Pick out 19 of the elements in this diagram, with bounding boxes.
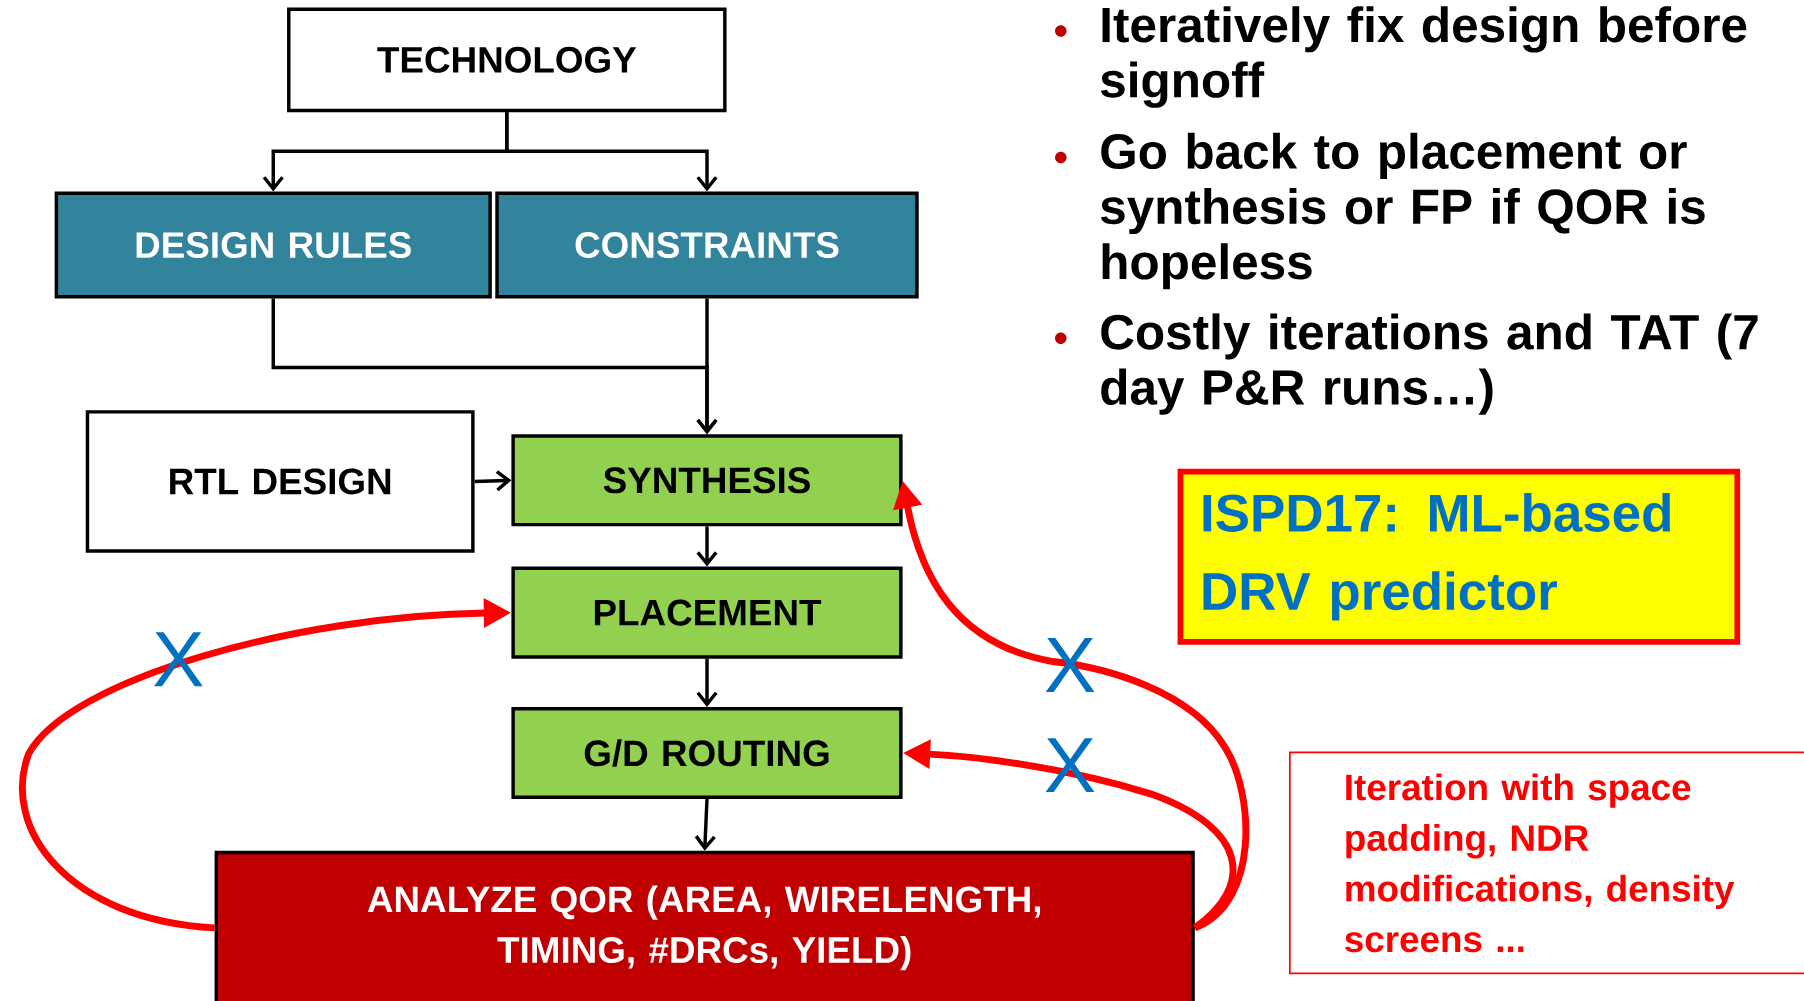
bullet-text: Go back to placement or synthesis or FP if QOR is hopeless	[1100, 132, 1705, 290]
arrow	[694, 798, 716, 851]
process-box: DESIGN RULES	[54, 191, 492, 299]
arrow	[696, 658, 718, 707]
arrow	[505, 112, 718, 192]
bullet-text: Iteratively fix design before signoff	[1100, 6, 1747, 108]
arrow	[474, 470, 512, 492]
process-box: RTL DESIGN	[85, 410, 475, 553]
bullet-text: Costly iterations and TAT (7 day P&R runs…)	[1101, 313, 1758, 415]
process-box: ANALYZE QOR (AREA, WIRELENGTH, TIMING, #DRCs, YIELD)	[214, 850, 1195, 1001]
arrow	[696, 298, 718, 435]
callout-box: ISPD17: ML-based DRV predictor	[1177, 468, 1741, 645]
process-box: SYNTHESIS	[511, 434, 903, 527]
arrow	[696, 526, 718, 567]
process-box: PLACEMENT	[511, 566, 903, 659]
note-box: Iteration with space padding, NDR modifications, density screens ...	[1288, 751, 1804, 975]
process-box: CONSTRAINTS	[495, 191, 919, 299]
process-box: G/D ROUTING	[511, 707, 903, 800]
process-box: TECHNOLOGY	[287, 7, 727, 113]
